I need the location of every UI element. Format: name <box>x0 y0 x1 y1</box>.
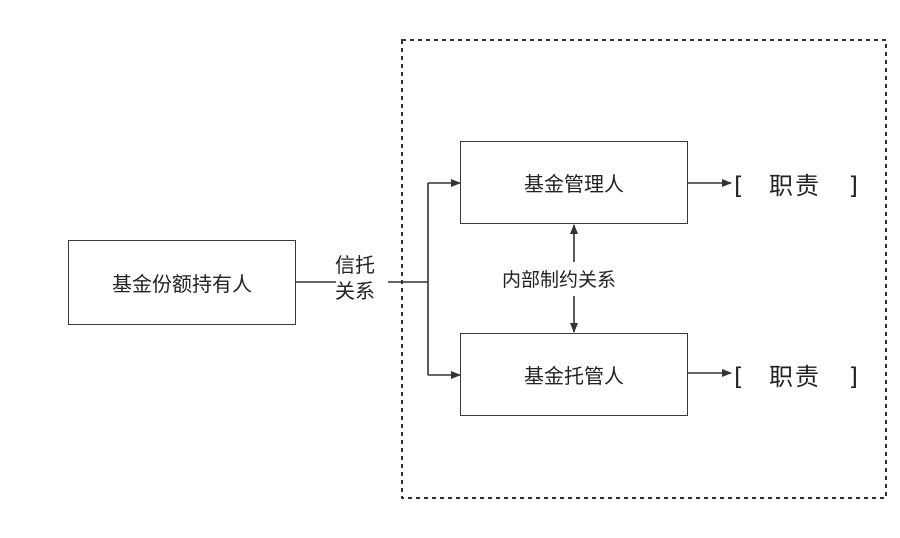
duty-manager-close-bracket: ] <box>848 172 861 200</box>
duty-manager-open-bracket: [ <box>734 172 746 200</box>
node-fund-holder-label: 基金份额持有人 <box>112 272 252 296</box>
dashed-boundary <box>401 39 887 499</box>
node-fund-custodian: 基金托管人 <box>460 333 688 416</box>
duty-manager-label: 职责 <box>769 172 822 200</box>
node-fund-manager: 基金管理人 <box>460 141 688 224</box>
trust-relation-line1: 信托 <box>335 253 375 277</box>
node-fund-manager-label: 基金管理人 <box>524 172 624 196</box>
trust-relation-line2: 关系 <box>335 279 375 303</box>
node-fund-holder: 基金份额持有人 <box>68 240 296 325</box>
duty-custodian-label: 职责 <box>769 363 822 391</box>
duty-custodian: [ 职责 ] <box>734 357 860 392</box>
trust-relation-label: 信托 关系 <box>335 252 395 304</box>
internal-constraint-label: 内部制约关系 <box>502 269 617 291</box>
duty-custodian-open-bracket: [ <box>734 363 746 391</box>
duty-manager: [ 职责 ] <box>734 166 860 201</box>
node-fund-custodian-label: 基金托管人 <box>524 364 624 388</box>
duty-custodian-close-bracket: ] <box>848 363 861 391</box>
